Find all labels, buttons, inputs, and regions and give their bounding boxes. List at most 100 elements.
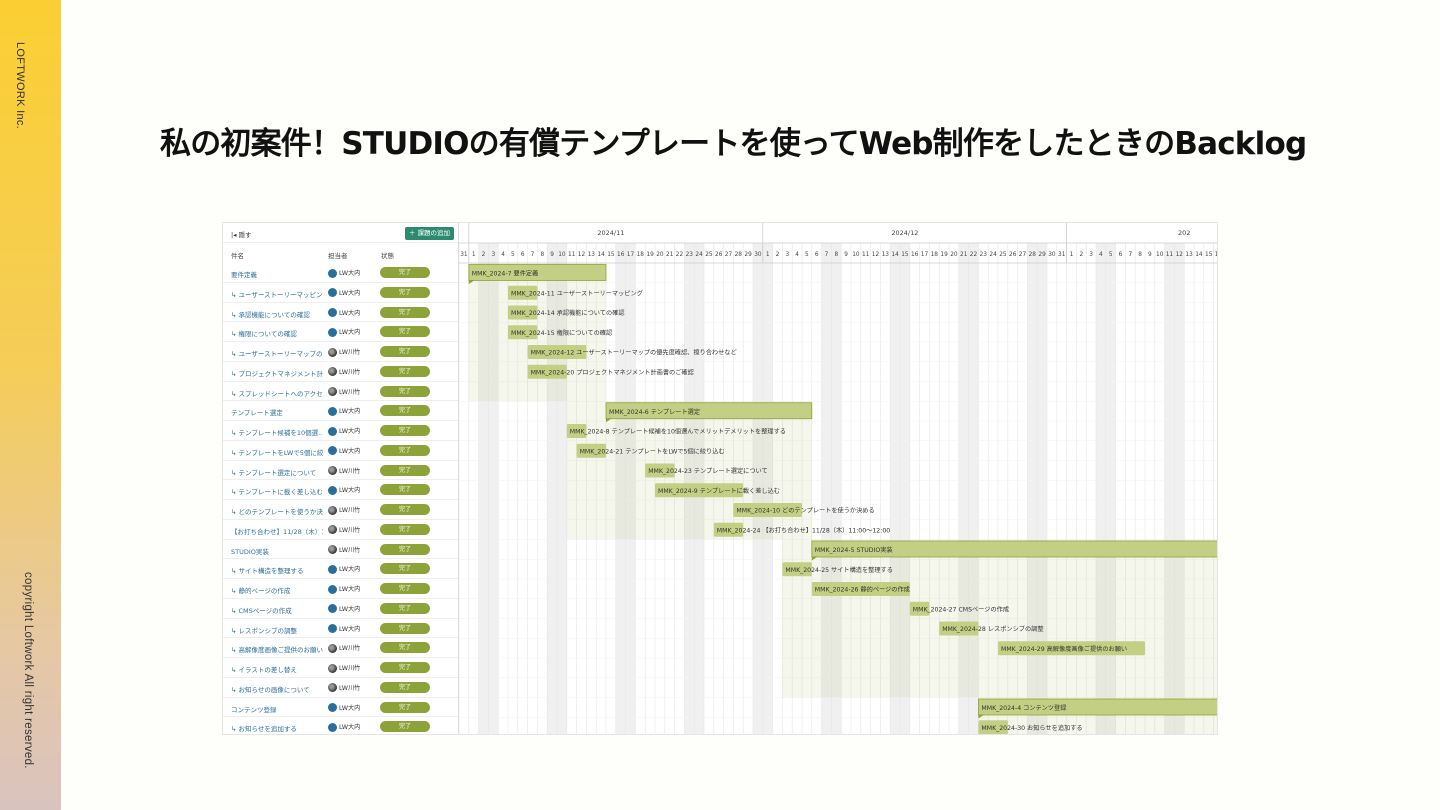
- issue-name-link[interactable]: コンテンツ登録: [231, 705, 277, 714]
- weekend-column: [1105, 243, 1116, 734]
- assignee-name: LW大内: [339, 704, 361, 712]
- weekend-column: [831, 243, 842, 734]
- issue-name-link[interactable]: ↳ テンプレート選定について: [231, 468, 317, 477]
- issue-name-link[interactable]: テンプレート選定: [231, 409, 283, 418]
- add-issue-button[interactable]: ＋ 課題の追加: [404, 227, 454, 240]
- status-badge: 完了: [380, 444, 430, 456]
- assignee-name: LW大内: [339, 487, 361, 495]
- day-tick-label: 2: [482, 252, 486, 258]
- day-tick-label: 12: [872, 252, 880, 258]
- hide-panel-button[interactable]: |◂ 隠す: [231, 229, 252, 239]
- weekend-column: [625, 243, 636, 734]
- weekend-column: [762, 243, 773, 734]
- issue-name-link[interactable]: ↳ レスポンシブの調整: [231, 626, 298, 635]
- issue-name-link[interactable]: ↳ イラストの差し替え: [231, 666, 297, 674]
- assignee: LW川竹: [328, 663, 360, 673]
- assignee: LW川竹: [328, 347, 360, 357]
- day-tick-label: 20: [656, 252, 664, 258]
- assignee-name: LW川竹: [339, 467, 361, 475]
- table-row[interactable]: 【お打ち合わせ】11/28（木）1...LW川竹完了: [223, 520, 458, 540]
- issue-name-link[interactable]: 要件定義: [231, 271, 257, 279]
- status-badge: 完了: [380, 543, 430, 555]
- status-badge: 完了: [380, 721, 430, 733]
- task-bar-label: MMK_2024-10 どのテンプレートを使うか決める: [736, 507, 874, 515]
- assignee: LW川竹: [328, 525, 360, 535]
- issue-name-link[interactable]: ↳ サイト構造を整理する: [231, 567, 304, 576]
- assignee-name: LW大内: [339, 309, 361, 317]
- issue-name-link[interactable]: ↳ テンプレートに載く差し込む: [231, 488, 323, 497]
- issue-name-link[interactable]: STUDIO実装: [231, 547, 269, 556]
- column-assignee: 担当者: [328, 252, 348, 260]
- parent-bar: [468, 264, 607, 281]
- parent-bar-marker: [468, 280, 475, 284]
- status-badge: 完了: [380, 504, 430, 515]
- issue-name-link[interactable]: ↳ 権限についての確認: [231, 330, 297, 339]
- assignee-name: LW川竹: [339, 368, 361, 376]
- day-tick-label: 11: [1166, 252, 1174, 258]
- assignee-name: LW大内: [339, 270, 361, 277]
- table-row[interactable]: ↳ どのテンプレートを使うか決...LW川竹完了: [223, 500, 458, 520]
- avatar: [328, 624, 337, 633]
- issue-name-link[interactable]: ↳ テンプレート候補を10個選...: [231, 429, 323, 437]
- day-tick-label: 4: [501, 252, 505, 258]
- issue-name-link[interactable]: ↳ 静的ページの作成: [231, 587, 291, 595]
- issue-name-link[interactable]: ↳ 承認機能についての確認: [231, 310, 310, 319]
- day-tick-label: 20: [950, 252, 958, 258]
- day-tick-label: 15: [901, 252, 909, 258]
- collapse-icon: |◂: [231, 231, 239, 239]
- issue-name-link[interactable]: ↳ テンプレートをLWで5個に絞...: [231, 448, 323, 457]
- parent-bar-marker: [811, 556, 818, 561]
- table-row[interactable]: ↳ ユーザーストーリーマップの...LW川竹完了: [223, 342, 458, 362]
- issue-name-link[interactable]: ↳ お知らせの画像について: [231, 685, 310, 694]
- issue-name-link[interactable]: ↳ ユーザーストーリーマッピング: [231, 290, 323, 299]
- day-tick-label: 19: [646, 252, 654, 258]
- table-row[interactable]: ↳ スプレッドシートへのアクセ...LW川竹完了: [223, 382, 458, 402]
- issue-name-link[interactable]: ↳ 高解像度画像ご提供のお願い: [231, 646, 323, 655]
- day-tick-label: 23: [980, 252, 988, 258]
- assignee: LW大内: [328, 703, 361, 712]
- issue-name-link[interactable]: ↳ スプレッドシートへのアクセ...: [231, 389, 323, 398]
- table-row[interactable]: ↳ テンプレート候補を10個選...LW大内完了: [223, 421, 458, 441]
- status-badge: 完了: [380, 681, 430, 693]
- day-tick-label: 29: [1038, 252, 1046, 258]
- table-row[interactable]: ↳ プロジェクトマネジメント計... LW川竹 完了: [223, 362, 458, 382]
- issue-name-link[interactable]: ↳ CMSページの作成: [231, 606, 292, 615]
- status-badge: 完了: [380, 365, 430, 377]
- issue-name-link[interactable]: 【お打ち合わせ】11/28（木）1...: [231, 527, 323, 536]
- task-bar-label: MMK_2024-23 テンプレート選定について: [648, 467, 768, 475]
- issue-name-link[interactable]: ↳ お知らせを追加する: [231, 725, 297, 734]
- day-tick-label: 6: [815, 252, 819, 258]
- issue-name-link[interactable]: ↳ ユーザーストーリーマップの...: [231, 350, 323, 358]
- table-row[interactable]: ↳ テンプレートをLWで5個に絞...LW大内完了: [223, 441, 458, 461]
- avatar: [328, 703, 337, 712]
- issue-name-link[interactable]: ↳ どのテンプレートを使うか決...: [231, 508, 323, 516]
- task-bar: [508, 285, 538, 300]
- copyright-label: copyright Loftwork All right reserved.: [22, 572, 34, 769]
- issue-name-link[interactable]: ↳ プロジェクトマネジメント計...: [231, 369, 323, 378]
- day-tick-label: 14: [1195, 252, 1203, 258]
- task-bar: [645, 463, 675, 478]
- avatar: [328, 426, 337, 436]
- day-tick-label: 31: [1058, 252, 1066, 258]
- task-bar-label: MMK_2024-27 CMSページの作成: [913, 605, 1009, 613]
- day-tick-label: 1: [1070, 252, 1074, 258]
